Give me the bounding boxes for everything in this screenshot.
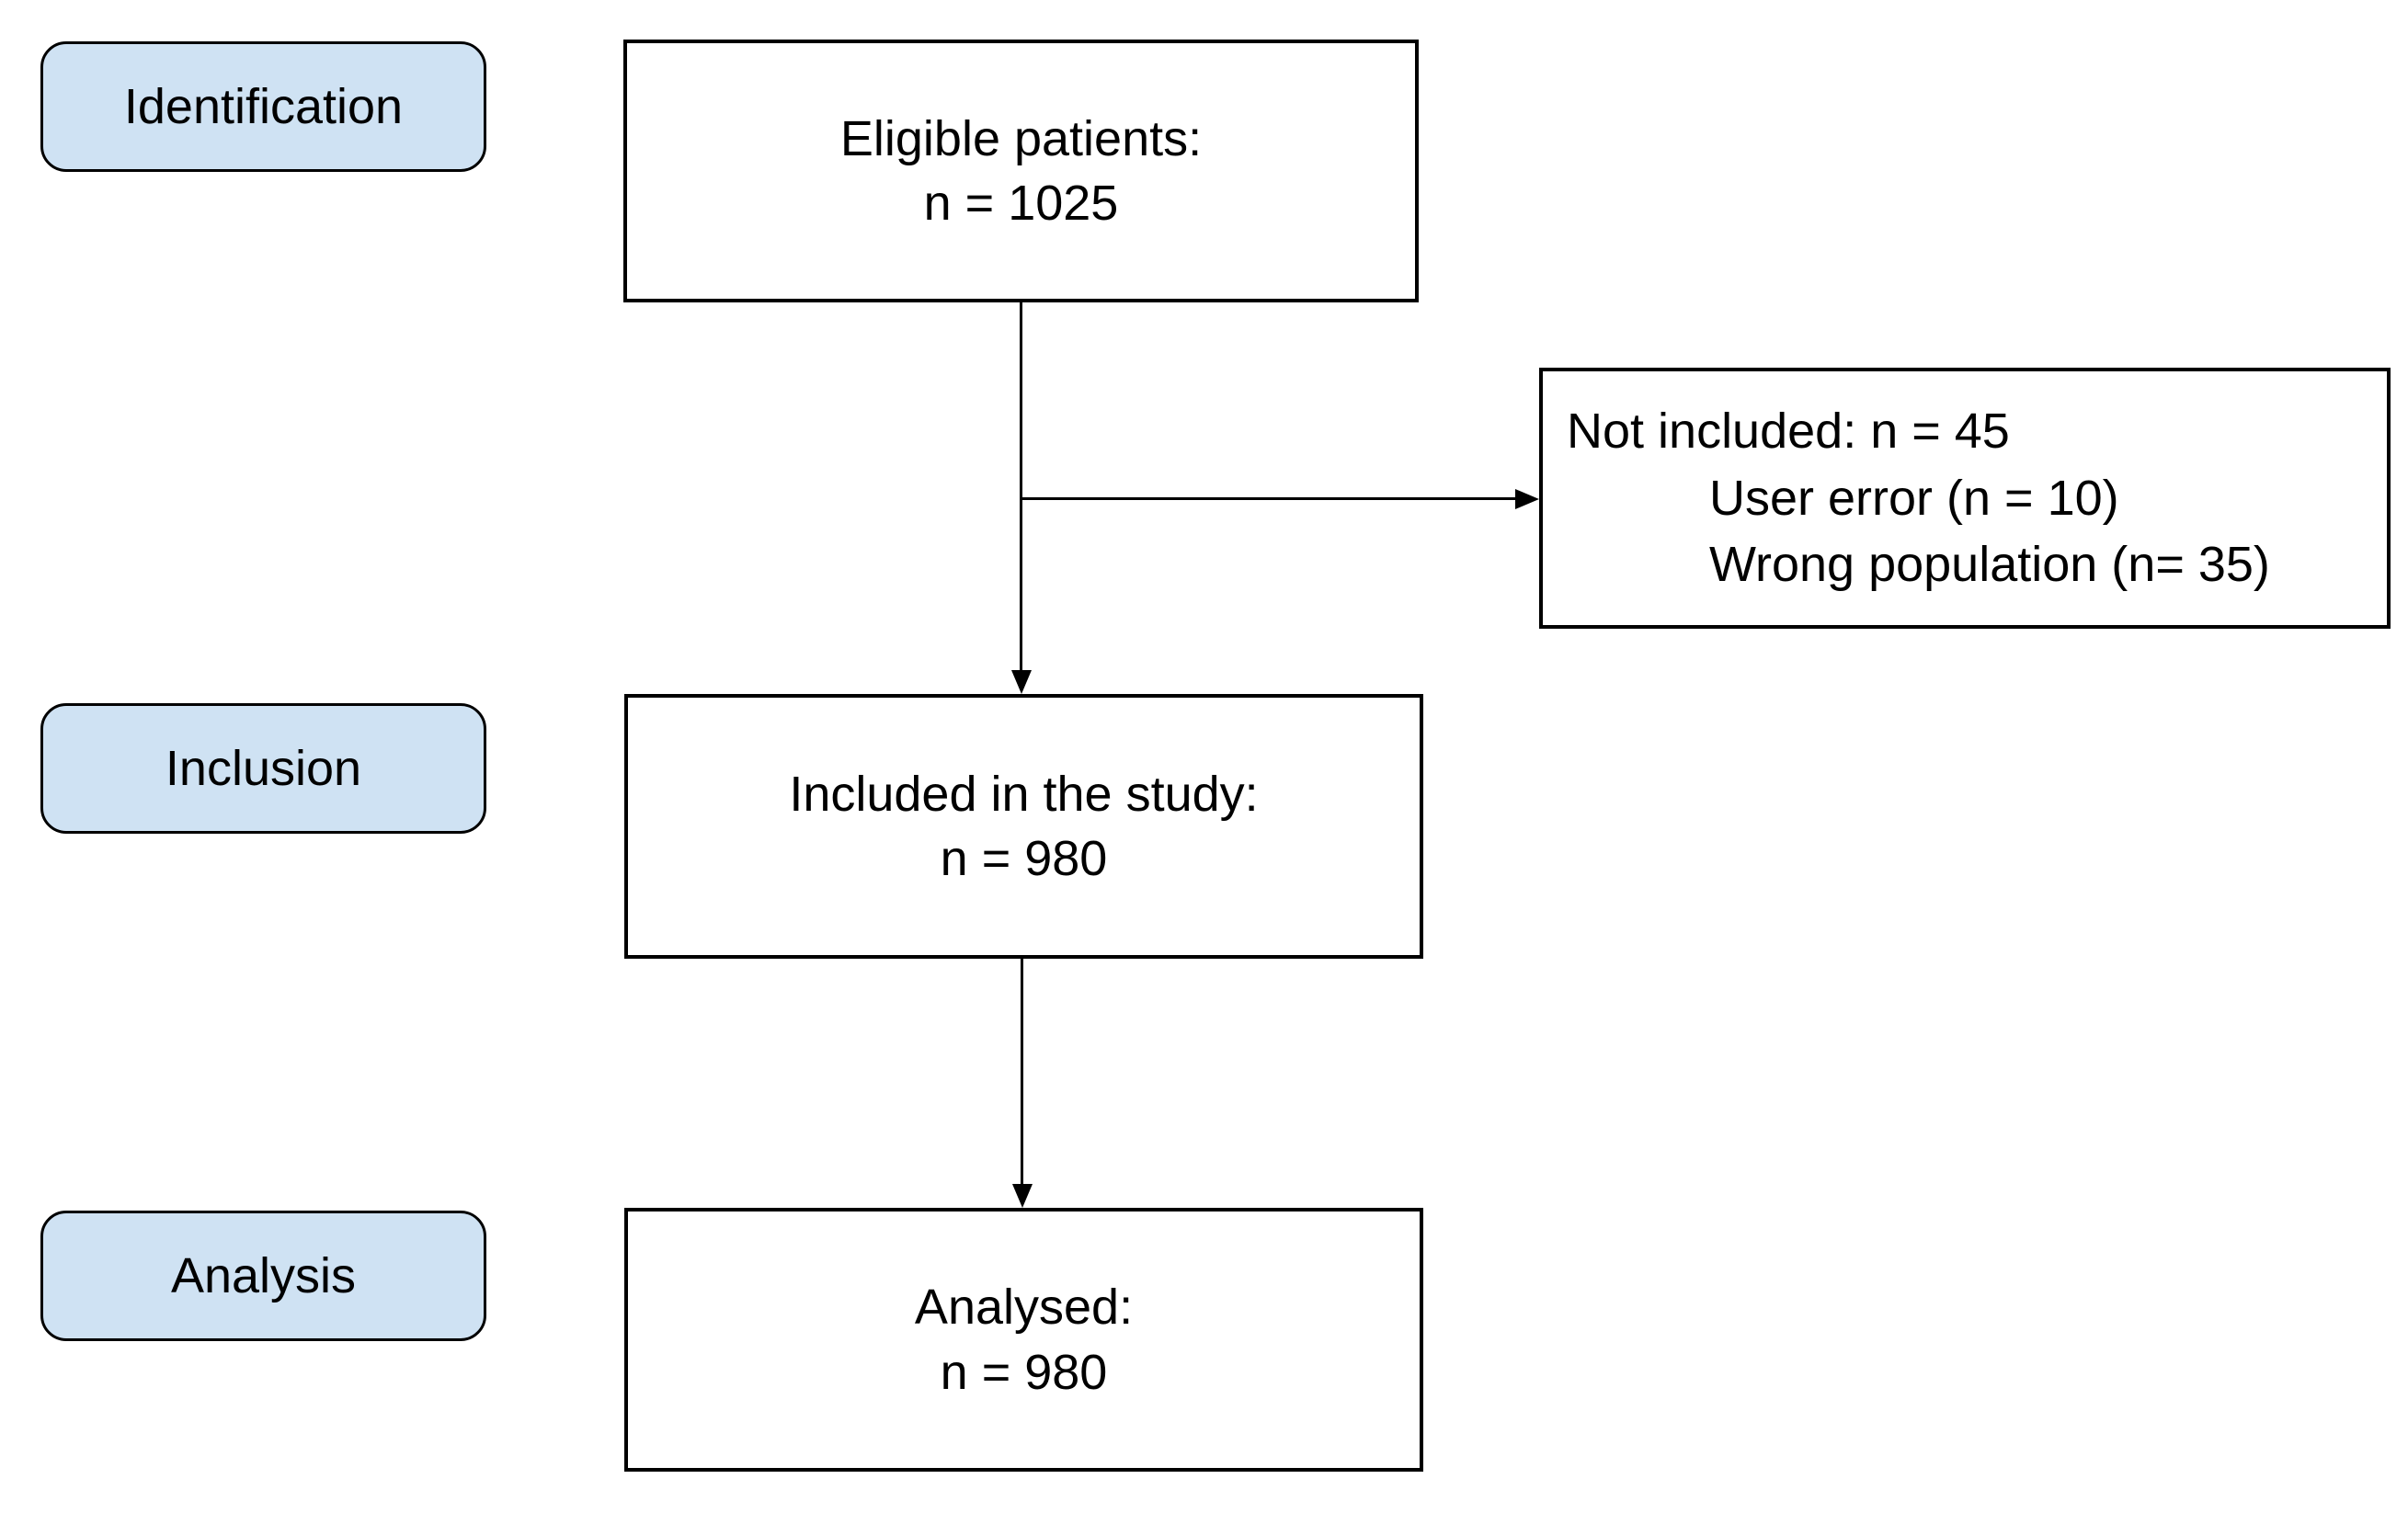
flow-box-eligible-patients: Eligible patients: n = 1025 (623, 40, 1419, 302)
included-label: Included in the study: (789, 766, 1259, 822)
included-count: n = 980 (940, 831, 1108, 886)
flow-box-included-in-study: Included in the study: n = 980 (624, 694, 1423, 959)
arrowhead-down-into-analysed-icon (1012, 1184, 1033, 1208)
stage-label-analysis: Analysis (40, 1211, 486, 1341)
connector-included-to-analysed (1021, 959, 1023, 1184)
not-included-reason-user-error: User error (n = 10) (1709, 470, 2119, 526)
stage-label-inclusion-text: Inclusion (165, 741, 362, 796)
stage-label-identification: Identification (40, 41, 486, 172)
analysed-count: n = 980 (940, 1344, 1108, 1400)
not-included-total: Not included: n = 45 (1567, 403, 2010, 459)
analysed-label: Analysed: (914, 1280, 1134, 1336)
flow-box-analysed: Analysed: n = 980 (624, 1208, 1423, 1472)
eligible-patients-count: n = 1025 (923, 176, 1119, 231)
not-included-reason-wrong-population: Wrong population (n= 35) (1709, 537, 2270, 593)
connector-eligible-to-included (1020, 302, 1022, 672)
exclusion-box-not-included: Not included: n = 45 User error (n = 10)… (1539, 368, 2391, 629)
arrowhead-right-into-not-included-icon (1515, 489, 1539, 509)
eligible-patients-label: Eligible patients: (839, 110, 1203, 166)
stage-label-analysis-text: Analysis (170, 1248, 357, 1303)
connector-branch-to-not-included (1021, 497, 1515, 500)
stage-label-identification-text: Identification (123, 79, 404, 134)
arrowhead-down-into-included-icon (1011, 670, 1032, 694)
stage-label-inclusion: Inclusion (40, 703, 486, 834)
